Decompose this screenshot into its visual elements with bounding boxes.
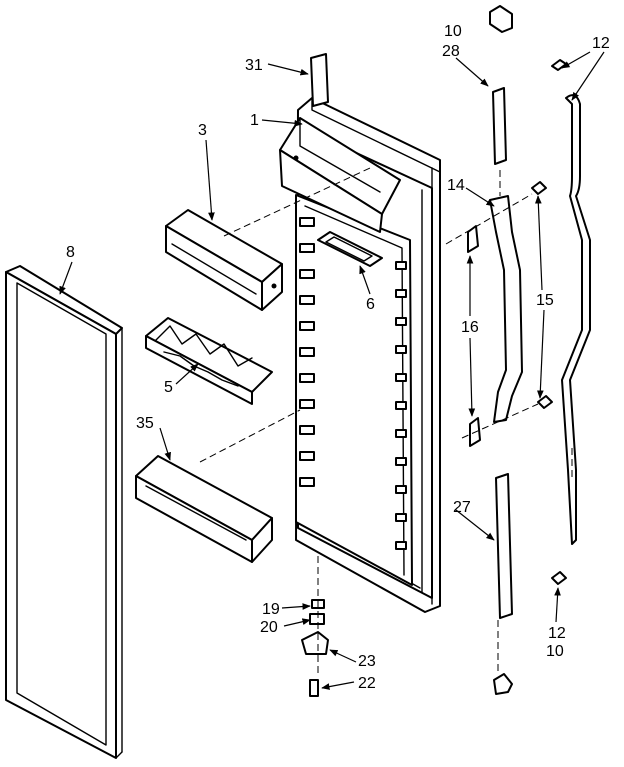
assembly-lines: [199, 167, 573, 676]
handle-end-caps: [467, 225, 481, 447]
callout-6: 6: [366, 296, 375, 313]
trim-strip: [310, 53, 329, 107]
callout-10-bottom: 10: [546, 643, 564, 660]
callout-12-bottom: 12: [548, 625, 566, 642]
handle-trim: [561, 94, 591, 545]
callout-3: 3: [198, 122, 207, 139]
dairy-door: [165, 209, 283, 311]
callout-27: 27: [453, 499, 471, 516]
upper-hinge: [489, 5, 567, 165]
door-bin: [135, 455, 273, 563]
callout-16: 16: [461, 319, 479, 336]
callout-12-top: 12: [592, 35, 610, 52]
callout-28: 28: [442, 43, 460, 60]
lower-hinge: [493, 473, 567, 695]
leader-lines: [59, 51, 605, 690]
callout-19: 19: [262, 601, 280, 618]
callout-31: 31: [245, 57, 263, 74]
callout-10-top: 10: [444, 23, 462, 40]
door-liner: [295, 194, 413, 586]
door-handle: [489, 181, 553, 423]
door-gasket: [5, 265, 123, 759]
callout-23: 23: [358, 653, 376, 670]
callout-labels: 31 1 3 6 8 5 35 10 28 12 14 15 16 27 12 …: [66, 23, 610, 692]
callout-35: 35: [136, 415, 154, 432]
callout-14: 14: [447, 177, 465, 194]
callout-20: 20: [260, 619, 278, 636]
small-shelf: [317, 231, 383, 267]
egg-tray: [145, 317, 273, 405]
callout-8: 8: [66, 244, 75, 261]
callout-1: 1: [250, 112, 259, 129]
callout-15: 15: [536, 292, 554, 309]
bottom-hinge-hardware: [301, 599, 329, 697]
callout-22: 22: [358, 675, 376, 692]
liner-shelf-ribs: [299, 217, 407, 550]
callout-5: 5: [164, 379, 173, 396]
dairy-compartment: [279, 117, 401, 233]
